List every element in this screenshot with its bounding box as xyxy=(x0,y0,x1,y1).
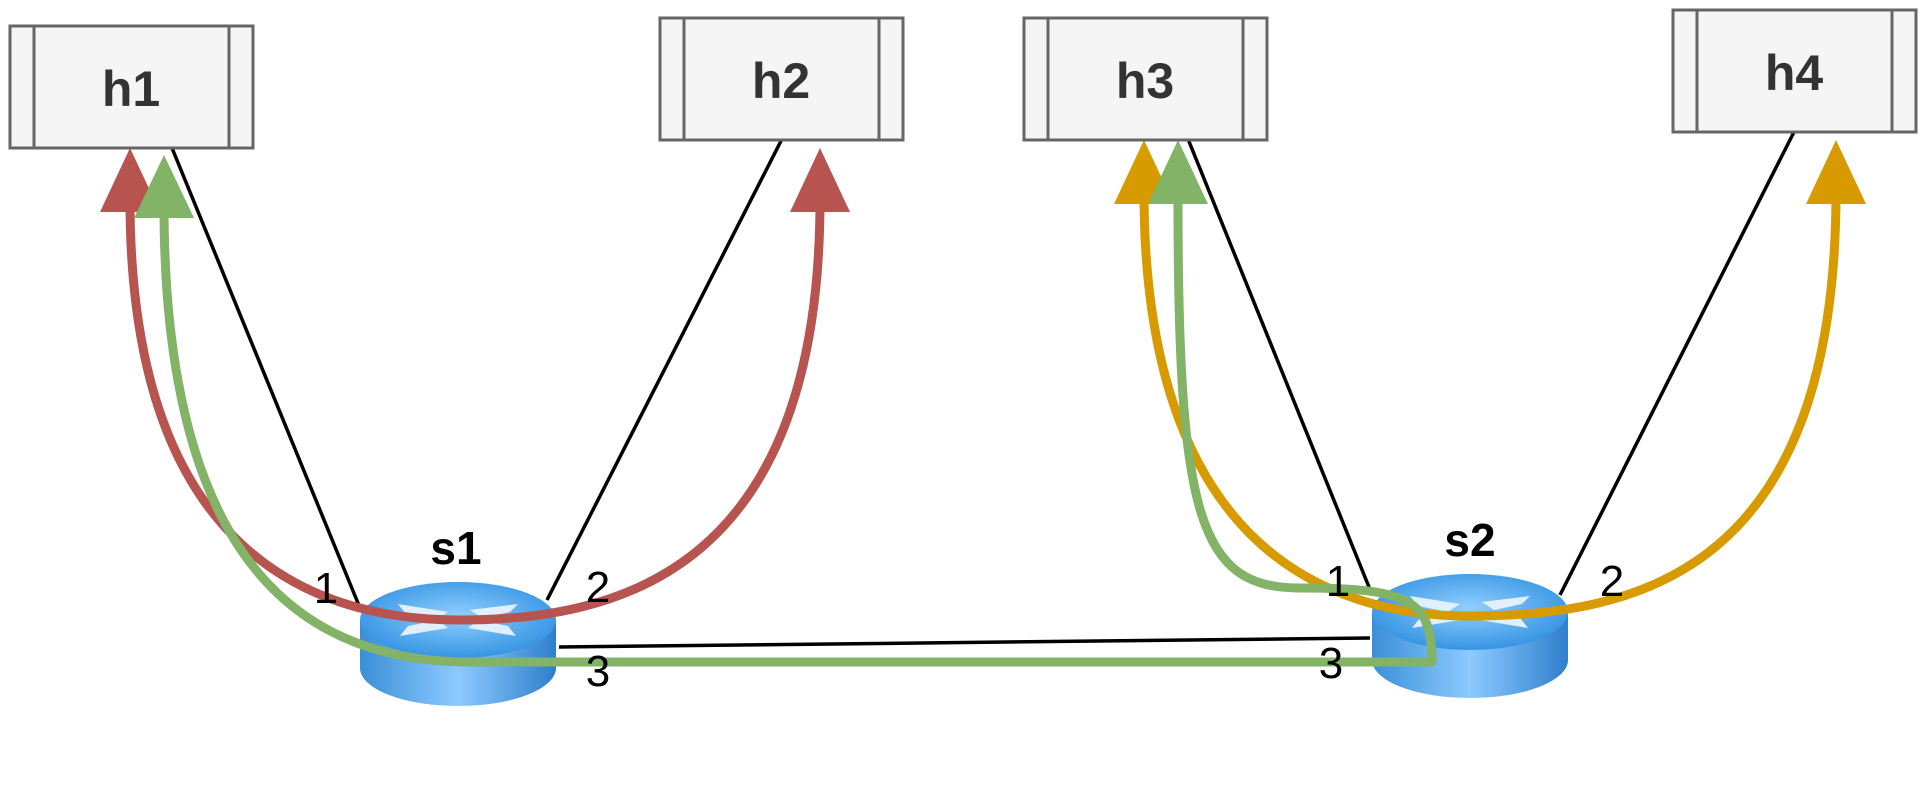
host-box xyxy=(8,24,255,150)
s1-port-1-label: 1 xyxy=(314,564,338,613)
host-box xyxy=(658,16,905,142)
arrowhead-green-h1 xyxy=(134,155,194,218)
link-h3-s2 xyxy=(1186,138,1373,593)
arrowhead-green-h3 xyxy=(1148,140,1208,204)
s2-port-2-label: 2 xyxy=(1600,557,1624,606)
host-h1[interactable]: h1 xyxy=(8,24,255,150)
host-h2[interactable]: h2 xyxy=(658,16,905,142)
s2-port-1-label: 1 xyxy=(1326,557,1350,606)
host-h1-label: h1 xyxy=(102,61,160,117)
arrowhead-orange-h4 xyxy=(1806,140,1866,204)
link-s1-s2 xyxy=(558,636,1371,649)
switch-s1-label: s1 xyxy=(430,522,481,574)
host-h3-label: h3 xyxy=(1116,53,1174,109)
host-h3[interactable]: h3 xyxy=(1022,16,1269,142)
host-box xyxy=(1671,8,1918,134)
link-h4-s2 xyxy=(1558,131,1796,596)
flow-red-h1-h2 xyxy=(125,195,825,625)
switch-s2-label: s2 xyxy=(1444,514,1495,566)
host-h4-label: h4 xyxy=(1765,45,1824,101)
switch-s1[interactable] xyxy=(360,582,556,706)
links xyxy=(170,131,1796,649)
flow-orange-h3-h4 xyxy=(1139,187,1841,621)
host-h2-label: h2 xyxy=(752,53,810,109)
s1-port-2-label: 2 xyxy=(586,563,610,612)
host-box xyxy=(1022,16,1269,142)
link-h2-s1 xyxy=(545,138,784,601)
s2-port-3-label: 3 xyxy=(1319,639,1343,688)
flows xyxy=(100,140,1866,667)
flow-green-h1-h3 xyxy=(159,195,1437,667)
link-h1-s1 xyxy=(170,147,362,609)
arrowhead-red-h2 xyxy=(790,148,850,212)
host-h4[interactable]: h4 xyxy=(1671,8,1918,134)
s1-port-3-label: 3 xyxy=(586,647,610,696)
switch-s2[interactable] xyxy=(1372,574,1568,698)
